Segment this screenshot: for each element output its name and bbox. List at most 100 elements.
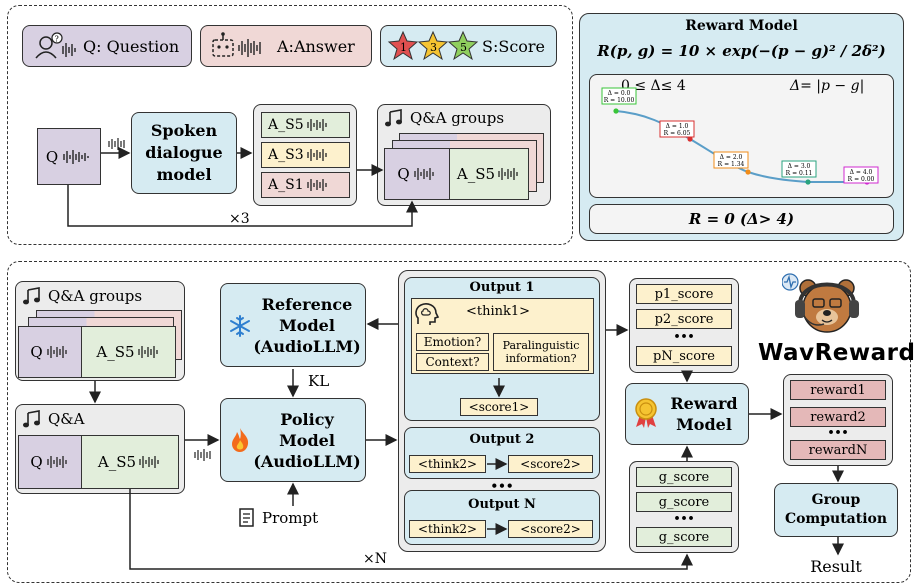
answer-s5-row: A_S5	[261, 112, 350, 138]
reward-curve-chart: Δ = 0.0R = 10.00Δ = 1.0R = 6.05Δ = 2.0R …	[601, 87, 879, 185]
legend-score-label: S:Score	[482, 36, 546, 56]
waveform-icon	[414, 168, 434, 180]
legend-question-label: Q: Question	[83, 36, 180, 56]
waveform-icon	[108, 138, 125, 150]
waveform-icon	[498, 168, 518, 180]
award-medal-icon	[635, 398, 657, 428]
reward-model-box: Reward Model	[625, 383, 749, 445]
waveform-icon	[139, 456, 159, 468]
answer-s1-label: A_S1	[268, 177, 304, 193]
p-scores-ellipsis: •••	[673, 330, 695, 343]
curve-point-label-box-0	[601, 87, 637, 105]
group-card-front: Q A_S5	[384, 148, 529, 200]
score-2-box: <score2>	[508, 455, 593, 473]
waveform-icon	[306, 149, 327, 161]
delta-range-label: 0 ≤ Δ≤ 4	[621, 78, 686, 94]
reward-curve-line	[615, 110, 867, 183]
group-computation-box: Group Computation	[774, 483, 898, 537]
group-computation-label: Group Computation	[784, 492, 888, 527]
curve-point-2	[745, 169, 751, 175]
top-question-label: Q	[45, 147, 59, 166]
music-note-icon	[23, 287, 40, 305]
top-times-label: ×3	[229, 211, 250, 227]
top-panel	[7, 5, 573, 245]
brain-head-icon	[415, 303, 440, 325]
curve-point-label-box-1	[659, 120, 695, 138]
score-1-box: <score1>	[460, 398, 538, 416]
output-1-title: Output 1	[469, 280, 535, 295]
curve-point-label-box-2	[713, 151, 749, 169]
answer-s3-label: A_S3	[268, 147, 304, 163]
top-question-box: Q	[37, 128, 101, 185]
answer-s3-row: A_S3	[261, 142, 350, 168]
music-note-icon	[385, 109, 402, 127]
g-score-1: g_score	[636, 467, 732, 487]
curve-point-delta-1: Δ = 1.0	[666, 123, 689, 130]
curve-point-delta-2: Δ = 2.0	[720, 154, 743, 161]
delta-definition-label: Δ= |p − g|	[790, 78, 865, 94]
star-1-label: 1	[400, 41, 407, 54]
reference-model-label: Reference Model (AudioLLM)	[253, 294, 361, 356]
curve-point-label-box-4	[843, 166, 879, 184]
curve-point-reward-0: R = 10.00	[604, 97, 635, 104]
p1-score: p1_score	[636, 284, 732, 304]
reward-curve-box	[589, 74, 894, 198]
waveform-icon	[137, 346, 158, 358]
legend-question: ? Q: Question	[22, 25, 192, 67]
speaker-question-icon: ?	[35, 32, 76, 59]
waveform-icon	[47, 346, 67, 358]
reward-2: reward2	[790, 407, 886, 427]
answer-s1-row: A_S1	[261, 172, 350, 198]
svg-text:?: ?	[55, 35, 59, 44]
star-red-icon	[387, 30, 419, 61]
top-qa-groups-title: Q&A groups	[384, 108, 504, 128]
curve-point-reward-1: R = 6.05	[664, 130, 691, 137]
output-2-title: Output 2	[469, 432, 535, 447]
curve-point-3	[805, 179, 811, 185]
bottom-group-card-answer: A_S5	[82, 327, 175, 377]
top-qa-groups-title-label: Q&A groups	[410, 109, 505, 127]
curve-point-1	[687, 136, 693, 142]
bottom-qa-answer: A_S5	[82, 436, 178, 488]
pn-score: pN_score	[636, 346, 732, 366]
reward-n: rewardN	[790, 440, 886, 460]
reward-model-label: Reward Model	[670, 394, 738, 434]
fire-icon	[232, 428, 249, 452]
bottom-qa-card: Q A_S5	[18, 435, 179, 489]
g-score-2: g_score	[636, 492, 732, 512]
bottom-qa-groups-title-label: Q&A groups	[48, 287, 143, 305]
g-scores-ellipsis: •••	[673, 512, 695, 525]
star-5-label: 5	[460, 41, 467, 54]
context-question-box: Context?	[416, 353, 489, 371]
times-n-label: ×N	[363, 551, 387, 567]
think-2-box: <think2>	[409, 455, 486, 473]
reward-zero-rule-box: R = 0 (Δ> 4)	[589, 204, 894, 234]
document-icon	[239, 508, 254, 527]
star-3-label: 3	[430, 41, 437, 54]
output-n-title: Output N	[468, 497, 536, 512]
reward-model-formula: R(p, g) = 10 × exp(−(p − g)² / 2δ²)	[597, 42, 886, 60]
bottom-group-card-question: Q	[19, 327, 82, 377]
score-n-box: <score2>	[508, 520, 593, 538]
p2-score: p2_score	[636, 309, 732, 329]
star-yellow-icon	[417, 30, 449, 61]
curve-point-0	[613, 108, 619, 114]
curve-point-delta-4: Δ = 4.0	[850, 169, 873, 176]
paralinguistic-question-box: Paralinguistic information?	[493, 333, 589, 371]
waveform-icon	[306, 119, 327, 131]
reference-model-box: Reference Model (AudioLLM)	[220, 283, 366, 367]
bear-headphones-mascot-icon	[782, 273, 859, 333]
reward-model-title: Reward Model	[685, 18, 798, 34]
brand-wordmark: WavReward	[758, 340, 916, 366]
waveform-icon	[63, 149, 89, 164]
curve-point-delta-3: Δ = 3.0	[788, 163, 811, 170]
waveform-icon	[47, 456, 67, 468]
think-1-label: <think1>	[466, 304, 531, 319]
prompt-label-group: Prompt	[238, 508, 318, 528]
legend-answer: A:Answer	[200, 25, 372, 67]
bottom-qa-question: Q	[19, 436, 82, 488]
curve-point-delta-0: Δ = 0.0	[608, 90, 631, 97]
rewards-ellipsis: •••	[827, 426, 849, 439]
reward-1: reward1	[790, 380, 886, 400]
top-arrows	[67, 138, 418, 227]
